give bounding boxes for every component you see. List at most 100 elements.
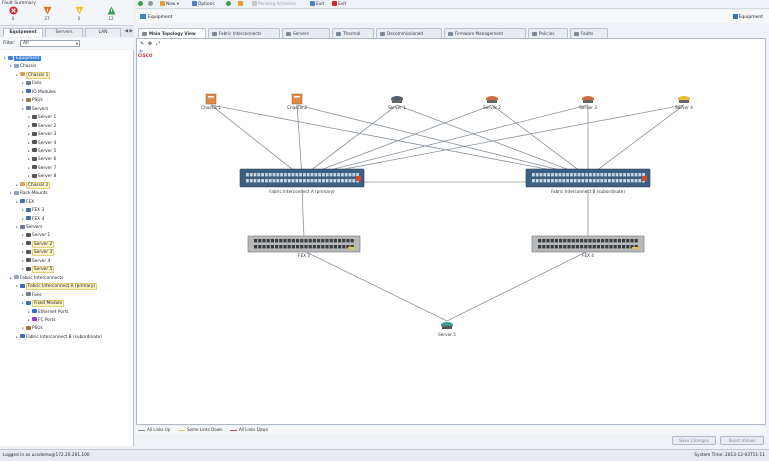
tree-node[interactable]: ▸Server 1 xyxy=(22,232,50,239)
fault-critical[interactable]: 0 xyxy=(6,6,20,21)
expand-toggle-icon[interactable]: ▸ xyxy=(4,56,6,60)
tree-node[interactable]: ▸Chassis 2 xyxy=(16,181,51,189)
expand-toggle-icon[interactable]: ▸ xyxy=(22,208,24,213)
expand-toggle-icon[interactable]: ▸ xyxy=(28,132,30,137)
tab-decommissioned[interactable]: Decommissioned xyxy=(376,28,442,38)
tab-scroll-arrows-icon[interactable]: ◀ ▶ xyxy=(124,29,133,34)
tree-node[interactable]: ▸Fans xyxy=(22,80,42,87)
tree-node[interactable]: ▸PSUs xyxy=(22,325,43,332)
tab-fabric-interconnects[interactable]: Fabric Interconnects xyxy=(208,28,280,38)
expand-toggle-icon[interactable]: ▸ xyxy=(28,317,30,322)
expand-toggle-icon[interactable]: ▸ xyxy=(10,275,12,280)
tree-node[interactable]: ▸Equipment xyxy=(4,55,42,62)
expand-toggle-icon[interactable]: ▸ xyxy=(10,64,12,69)
tree-node[interactable]: ▸Fabric Interconnect B (subordinate) xyxy=(16,334,102,341)
breadcrumb-path[interactable]: Equipment xyxy=(140,14,172,20)
expand-toggle-icon[interactable]: ▸ xyxy=(28,140,30,145)
tree-node[interactable]: ▸Fabric Interconnect A (primary) xyxy=(16,283,98,291)
fault-major[interactable]: 27 xyxy=(40,6,54,21)
pan-icon[interactable]: ✥ xyxy=(147,41,153,47)
expand-toggle-icon[interactable]: ▸ xyxy=(28,157,30,162)
tab-policies[interactable]: Policies xyxy=(528,28,568,38)
expand-toggle-icon[interactable]: ▸ xyxy=(28,148,30,153)
expand-toggle-icon[interactable]: ▸ xyxy=(10,191,12,196)
expand-toggle-icon[interactable]: ▸ xyxy=(22,233,24,238)
tree-node[interactable]: ▸Fans xyxy=(22,292,42,299)
tree-node[interactable]: ▸FC Ports xyxy=(28,317,56,324)
expand-toggle-icon[interactable]: ▸ xyxy=(28,309,30,314)
tree-node[interactable]: ▸Ethernet Ports xyxy=(28,309,69,316)
tab-servers[interactable]: Servers xyxy=(45,28,83,37)
tab-thermal[interactable]: Thermal xyxy=(332,28,374,38)
fault-warning[interactable]: 12 xyxy=(104,6,118,21)
tree-node[interactable]: ▸IO Modules xyxy=(22,89,56,96)
tab-lan[interactable]: LAN xyxy=(85,28,121,37)
expand-toggle-icon[interactable]: ▸ xyxy=(28,123,30,128)
expand-toggle-icon[interactable]: ▸ xyxy=(16,182,18,187)
expand-toggle-icon[interactable]: ▸ xyxy=(22,250,24,255)
pending-activities-button[interactable]: Pending Activities xyxy=(252,1,296,8)
expand-toggle-icon[interactable]: ▸ xyxy=(22,89,24,94)
options-button[interactable]: Options xyxy=(192,1,215,8)
expand-toggle-icon[interactable]: ▸ xyxy=(22,292,24,297)
expand-toggle-icon[interactable]: ▸ xyxy=(16,225,18,229)
fault-minor[interactable]: 0 xyxy=(72,6,86,21)
tree-node[interactable]: ▸Server 8 xyxy=(28,173,56,180)
expand-toggle-icon[interactable]: ▸ xyxy=(28,174,30,179)
tree-node[interactable]: ▸Fabric Interconnects xyxy=(10,275,64,282)
expand-toggle-icon[interactable]: ▸ xyxy=(22,267,24,272)
tree-node[interactable]: ▸Servers xyxy=(22,106,48,113)
tree-node[interactable]: ▸Server 2 xyxy=(22,240,55,248)
expand-toggle-icon[interactable]: ▸ xyxy=(22,258,24,263)
tree-node[interactable]: ▸Servers xyxy=(16,224,42,231)
expand-toggle-icon[interactable]: ▸ xyxy=(22,301,24,306)
fit-icon[interactable]: ⤢ xyxy=(155,41,160,47)
zoom-in-icon[interactable]: ✎ xyxy=(139,41,145,47)
tree-node[interactable]: ▸Server 5 xyxy=(28,148,56,155)
reset-values-button[interactable]: Reset Values xyxy=(720,436,764,445)
expand-toggle-icon[interactable]: ▸ xyxy=(16,199,18,204)
exit-red-button[interactable]: Exit xyxy=(332,1,346,8)
tree-node[interactable]: ▸FEX xyxy=(16,199,34,206)
breadcrumb-right[interactable]: Equipment xyxy=(732,14,763,20)
tree-node[interactable]: ▸Chassis xyxy=(10,63,36,70)
tree-node[interactable]: ▸Server 3 xyxy=(22,249,55,257)
exit-button[interactable]: Exit xyxy=(310,1,324,8)
tree-node[interactable]: ▸Server 1 xyxy=(28,114,56,121)
tree-node[interactable]: ▸FEX 4 xyxy=(22,216,44,223)
tree-node[interactable]: ▸Server 4 xyxy=(28,140,56,147)
tab-equipment[interactable]: Equipment xyxy=(3,28,43,37)
tree-node[interactable]: ▸Server 7 xyxy=(28,165,56,172)
tree-node[interactable]: ▸Server 2 xyxy=(28,123,56,130)
tree-node[interactable]: ▸FEX 3 xyxy=(22,207,44,214)
tab-servers-main[interactable]: Servers xyxy=(282,28,330,38)
expand-toggle-icon[interactable]: ▸ xyxy=(16,284,18,289)
tree-node[interactable]: ▸Chassis 1 xyxy=(16,71,51,79)
tree-node[interactable]: ▸Rack-Mounts xyxy=(10,190,48,197)
save-changes-button[interactable]: Save Changes xyxy=(672,436,716,445)
expand-toggle-icon[interactable]: ▸ xyxy=(28,115,30,120)
expand-toggle-icon[interactable]: ▸ xyxy=(22,326,24,331)
expand-toggle-icon[interactable]: ▸ xyxy=(22,98,24,103)
expand-toggle-icon[interactable]: ▸ xyxy=(22,216,24,221)
new-button[interactable]: New ▾ xyxy=(160,1,179,8)
forward-button[interactable] xyxy=(148,1,154,8)
help-button[interactable] xyxy=(226,1,232,8)
tab-faults[interactable]: Faults xyxy=(570,28,608,38)
expand-toggle-icon[interactable]: ▸ xyxy=(16,334,18,339)
tab-main-topology-view[interactable]: Main Topology View xyxy=(138,28,206,38)
filter-select[interactable]: All ▾ xyxy=(20,40,80,47)
tree-node[interactable]: ▸Server 4 xyxy=(22,258,50,265)
tree-node[interactable]: ▸Server 5 xyxy=(22,266,55,274)
expand-toggle-icon[interactable]: ▸ xyxy=(22,106,24,111)
expand-toggle-icon[interactable]: ▸ xyxy=(22,241,24,246)
back-button[interactable] xyxy=(138,1,144,8)
tree-node[interactable]: ▸PSUs xyxy=(22,97,43,104)
expand-toggle-icon[interactable]: ▸ xyxy=(28,165,30,170)
expand-toggle-icon[interactable]: ▸ xyxy=(16,72,18,77)
expand-toggle-icon[interactable]: ▸ xyxy=(22,81,24,86)
tree-node[interactable]: ▸Server 6 xyxy=(28,156,56,163)
tree-node[interactable]: ▸Server 3 xyxy=(28,131,56,138)
tab-firmware-management[interactable]: Firmware Management xyxy=(444,28,526,38)
